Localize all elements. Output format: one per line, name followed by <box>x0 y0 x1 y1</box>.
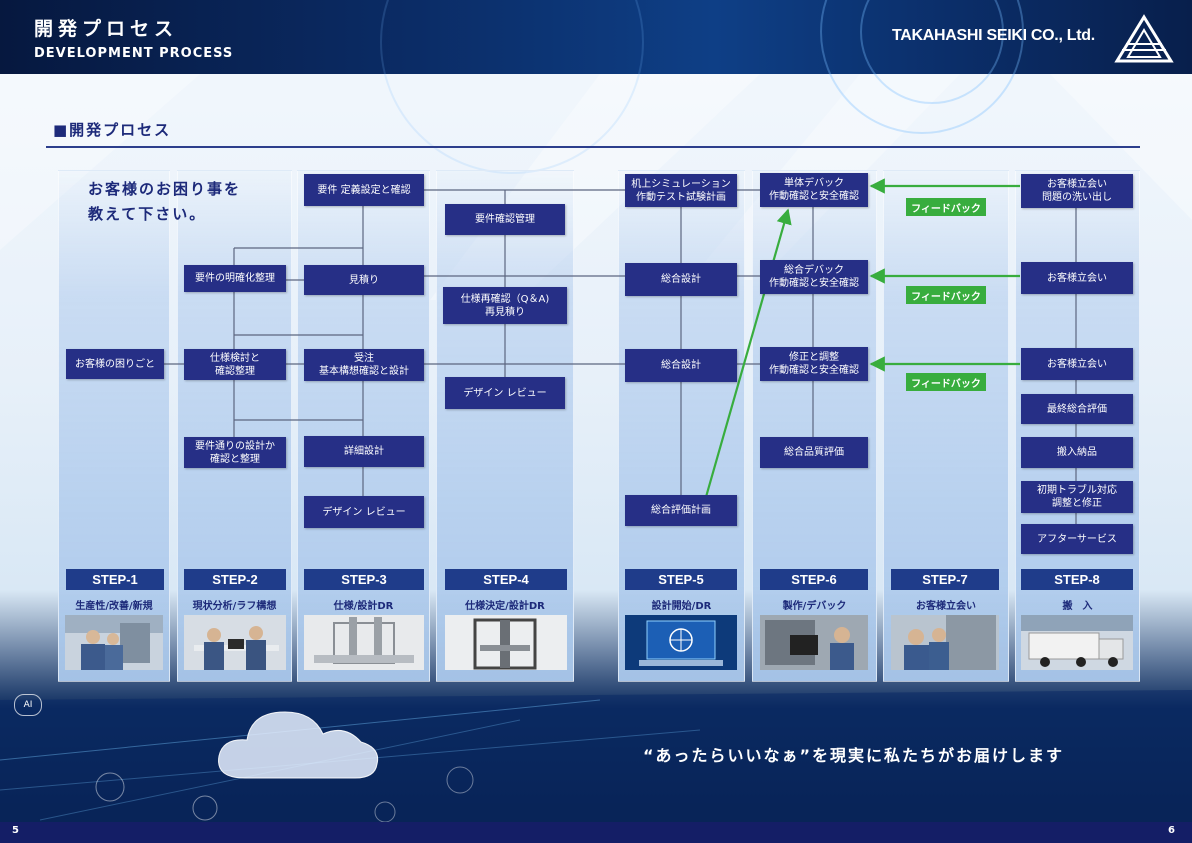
box-customer-visit-3: お客様立会い <box>1021 348 1133 380</box>
section-divider <box>46 146 1140 148</box>
box-fix-adjust: 修正と調整 作動確認と安全確認 <box>760 347 868 381</box>
box-overall-eval-plan: 総合評価計画 <box>625 495 737 526</box>
step-2-photo <box>184 615 286 670</box>
feedback-label-1: フィードバック <box>906 198 986 216</box>
step-1-label: STEP-1 <box>66 569 164 590</box>
step-1-sublabel: 生産性/改善/新規 <box>75 601 153 612</box>
box-design-requirement-check: 要件通りの設計か 確認と整理 <box>184 437 286 468</box>
box-requirement-clarification: 要件の明確化整理 <box>184 265 286 292</box>
box-total-debug: 総合デバック 作動確認と安全確認 <box>760 260 868 294</box>
tagline: “あったらいいなぁ”を現実に私たちがお届けします <box>643 746 1065 765</box>
step-1-photo <box>65 615 163 670</box>
step-7-photo <box>891 615 999 670</box>
step-6-photo <box>760 615 868 670</box>
box-customer-trouble: お客様の困りごと <box>66 349 164 379</box>
page-subtitle: DEVELOPMENT PROCESS <box>34 46 234 61</box>
feedback-label-2: フィードバック <box>906 286 986 304</box>
page-footer <box>0 822 1192 843</box>
box-detail-design: 詳細設計 <box>304 436 424 467</box>
box-overall-design-2: 総合設計 <box>625 349 737 382</box>
step-4-sublabel: 仕様決定/設計DR <box>465 601 545 612</box>
page-number-left: 5 <box>12 825 19 836</box>
ai-badge-icon: AI <box>14 694 42 716</box>
box-unit-debug: 単体デバック 作動確認と安全確認 <box>760 173 868 207</box>
box-delivery: 搬入納品 <box>1021 437 1133 468</box>
section-title: ■開発プロセス <box>53 121 172 139</box>
step-7-label: STEP-7 <box>891 569 999 590</box>
step-2-sublabel: 現状分析/ラフ構想 <box>192 601 277 612</box>
box-quality-eval: 総合品質評価 <box>760 437 868 468</box>
step-3-photo <box>304 615 424 670</box>
intro-line-2: 教えて下さい。 <box>88 205 207 223</box>
box-customer-visit-issues: お客様立会い 問題の洗い出し <box>1021 174 1133 208</box>
box-after-service: アフターサービス <box>1021 524 1133 554</box>
box-final-evaluation: 最終総合評価 <box>1021 394 1133 424</box>
box-requirement-definition: 要件 定義設定と確認 <box>304 174 424 206</box>
step-8-column <box>1015 170 1140 682</box>
company-logo-icon <box>1114 14 1174 63</box>
company-name: TAKAHASHI SEIKI CO., Ltd. <box>892 27 1095 44</box>
step-7-column <box>883 170 1009 682</box>
feedback-label-3: フィードバック <box>906 373 986 391</box>
box-design-review-step4: デザイン レビュー <box>445 377 565 409</box>
cloud-icon <box>218 711 379 779</box>
box-customer-visit-2: お客様立会い <box>1021 262 1133 294</box>
step-5-photo <box>625 615 737 670</box>
step-6-label: STEP-6 <box>760 569 868 590</box>
box-spec-recheck: 仕様再確認（Q＆A) 再見積り <box>443 287 567 324</box>
step-4-label: STEP-4 <box>445 569 567 590</box>
intro-text: お客様のお困り事を 教えて下さい。 <box>88 177 241 227</box>
step-1-column <box>58 170 170 682</box>
step-5-label: STEP-5 <box>625 569 737 590</box>
box-spec-review: 仕様検討と 確認整理 <box>184 349 286 380</box>
step-5-sublabel: 設計開始/DR <box>651 601 712 612</box>
step-6-sublabel: 製作/デバック <box>782 601 847 612</box>
box-simulation-plan: 机上シミュレーション 作動テスト試験計画 <box>625 174 737 207</box>
step-3-label: STEP-3 <box>304 569 424 590</box>
page-number-right: 6 <box>1168 825 1175 836</box>
box-order-basic-design: 受注 基本構想確認と設計 <box>304 349 424 381</box>
step-4-photo <box>445 615 567 670</box>
box-initial-trouble: 初期トラブル対応 調整と修正 <box>1021 481 1133 513</box>
step-2-label: STEP-2 <box>184 569 286 590</box>
step-3-sublabel: 仕様/設計DR <box>333 601 394 612</box>
box-estimate: 見積り <box>304 265 424 295</box>
step-8-photo <box>1021 615 1133 670</box>
intro-line-1: お客様のお困り事を <box>88 180 242 198</box>
page-title: 開発プロセス <box>34 18 179 40</box>
box-overall-design-1: 総合設計 <box>625 263 737 296</box>
step-8-label: STEP-8 <box>1021 569 1133 590</box>
box-requirement-management: 要件確認管理 <box>445 204 565 235</box>
step-6-column <box>752 170 877 682</box>
box-design-review-step3: デザイン レビュー <box>304 496 424 528</box>
step-8-sublabel: 搬 入 <box>1062 601 1093 612</box>
step-7-sublabel: お客様立会い <box>916 601 976 612</box>
